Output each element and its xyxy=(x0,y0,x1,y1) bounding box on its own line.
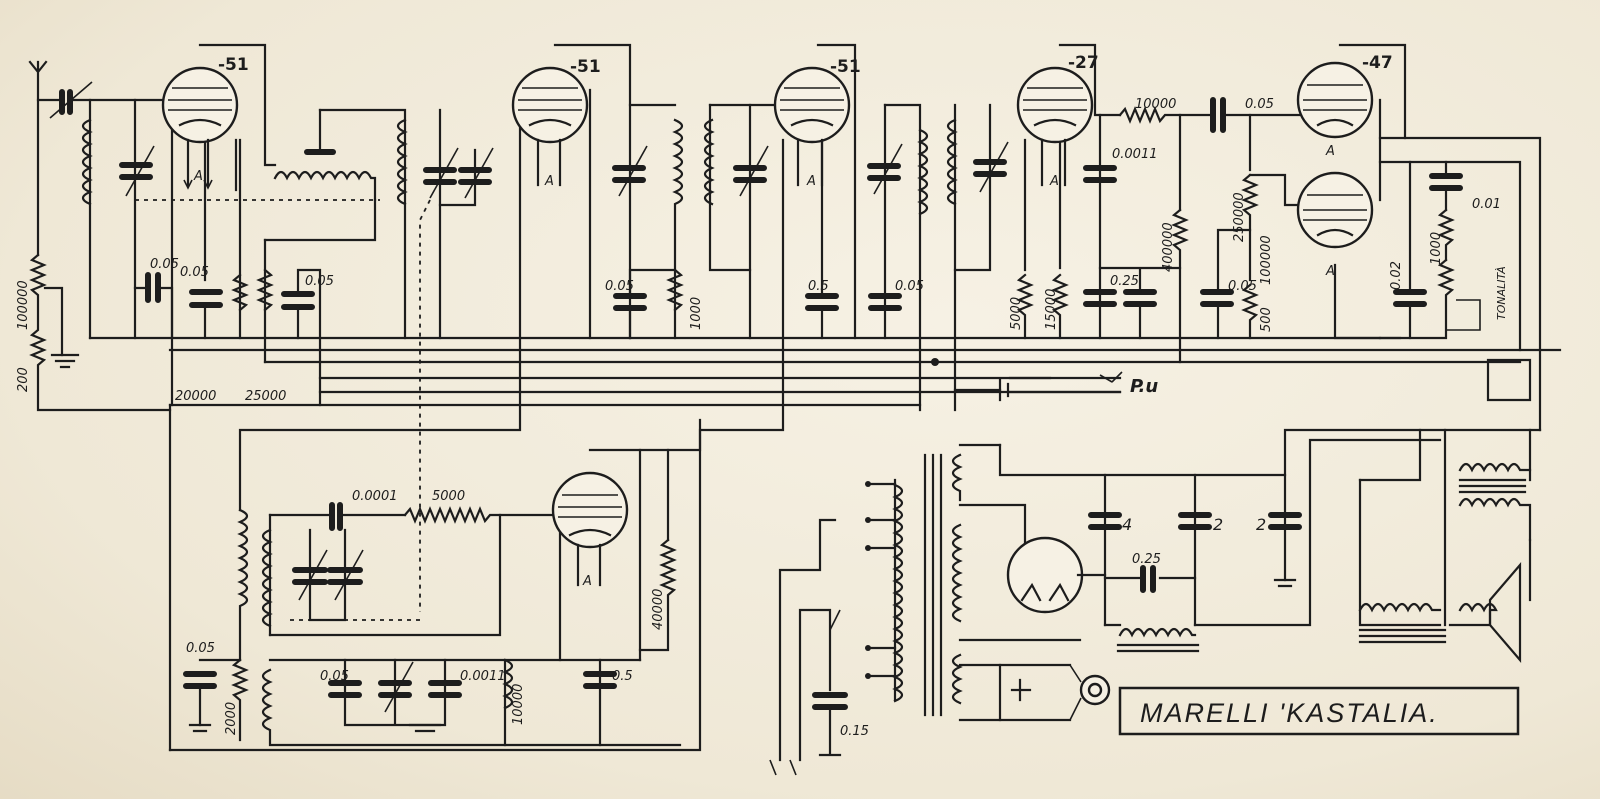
value-label: 250000 xyxy=(1232,192,1247,242)
value-label: 10000 xyxy=(511,684,526,725)
tube-pin-label: A xyxy=(1325,264,1335,279)
value-label: 0.0001 xyxy=(352,489,398,504)
tube-pin-label: A xyxy=(582,574,592,589)
value-label: 1000 xyxy=(1429,232,1444,265)
tube-pin-label: A xyxy=(193,169,203,184)
value-label: 0.05 xyxy=(605,279,634,294)
value-label: 0.15 xyxy=(840,724,869,739)
tone-label: TONALITÀ xyxy=(1495,266,1508,320)
input-resistors xyxy=(29,253,172,412)
value-label: 4 xyxy=(1122,515,1132,534)
value-label: 0.05 xyxy=(180,265,209,280)
value-label: 500 xyxy=(1259,307,1274,332)
tube-v4: A xyxy=(1016,66,1094,189)
tube-v5b: A xyxy=(1296,171,1374,279)
power-transformer xyxy=(769,428,1542,776)
value-label: 0.05 xyxy=(320,669,349,684)
stage-5 xyxy=(1333,43,1542,432)
value-label: 0.05 xyxy=(895,279,924,294)
oscillator-section xyxy=(168,403,702,752)
tube-pin-label: A xyxy=(1325,144,1335,159)
value-label: 5000 xyxy=(1009,297,1024,330)
value-label: 0.5 xyxy=(808,279,829,294)
value-label: 0.05 xyxy=(150,257,179,272)
value-label: 0.05 xyxy=(186,641,215,656)
value-label: 0.25 xyxy=(1110,274,1139,289)
filter-section xyxy=(1088,438,1442,653)
value-label: 0.25 xyxy=(1132,552,1161,567)
tube-pin-label: A xyxy=(544,174,554,189)
tube-label: -51 xyxy=(218,55,249,75)
value-label: 0.05 xyxy=(1245,97,1274,112)
value-label: 0.5 xyxy=(612,669,633,684)
antenna-icon xyxy=(28,60,167,257)
value-label: 1000 xyxy=(689,297,704,330)
value-label: 0.0011 xyxy=(460,669,506,684)
bus-lines xyxy=(88,336,1562,407)
value-label: 15000 xyxy=(1044,289,1059,330)
dial-lamp xyxy=(958,663,1111,722)
value-label: 20000 xyxy=(175,389,216,404)
tube-label: -47 xyxy=(1362,53,1393,73)
stage-4 xyxy=(946,43,1302,412)
value-label: 400000 xyxy=(1161,222,1176,272)
tube-label: -51 xyxy=(570,57,601,77)
tube-v5a: A xyxy=(1296,61,1374,159)
tube-pin-label: A xyxy=(806,174,816,189)
value-label: 0.01 xyxy=(1472,197,1501,212)
value-label: 200 xyxy=(16,367,31,392)
value-label: 100000 xyxy=(1259,235,1274,285)
value-label: 0.05 xyxy=(305,274,334,289)
tube-label: -27 xyxy=(1068,53,1099,73)
output-transformer xyxy=(1358,428,1532,663)
value-label: 100000 xyxy=(16,280,31,330)
tube-v6: A xyxy=(551,471,629,589)
value-label: 10000 xyxy=(1135,97,1176,112)
value-label: 0.02 xyxy=(1389,261,1404,290)
stage-3 xyxy=(168,43,929,752)
value-labels: 10000 0.05 0.0011 100000 200 0.05 0.05 0… xyxy=(16,97,1508,739)
rectifier-tube xyxy=(1006,536,1107,614)
value-label: 2 xyxy=(1213,515,1223,534)
value-label: 0.05 xyxy=(1228,279,1257,294)
tube-v2: A xyxy=(511,66,589,189)
pickup-jack: P.u xyxy=(953,371,1158,402)
tube-v1: A xyxy=(161,66,239,192)
value-label: 25000 xyxy=(245,389,286,404)
tube-v3: A xyxy=(773,66,851,189)
speaker-icon xyxy=(1488,562,1522,663)
tube-pin-label: A xyxy=(1049,174,1059,189)
value-label: 0.0011 xyxy=(1112,147,1158,162)
tube-label: -51 xyxy=(830,57,861,77)
stage-1 xyxy=(81,43,407,407)
title-box: MARELLI 'KASTALIA. xyxy=(1118,686,1520,736)
value-label: 2 xyxy=(1256,515,1266,534)
schematic-title: MARELLI 'KASTALIA. xyxy=(1140,698,1439,728)
value-label: 40000 xyxy=(651,589,666,630)
stage-2 xyxy=(238,43,632,612)
pickup-label: P.u xyxy=(1130,376,1158,397)
value-label: 5000 xyxy=(432,489,465,504)
value-label: 2000 xyxy=(224,702,239,735)
